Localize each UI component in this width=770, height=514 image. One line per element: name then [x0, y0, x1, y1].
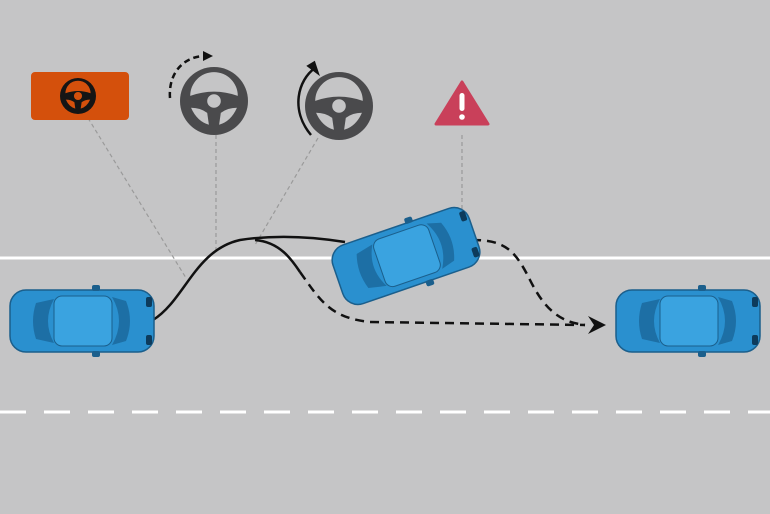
- car-drifting: [325, 197, 487, 315]
- intended-path: [298, 271, 586, 327]
- leader-lines: [87, 117, 463, 279]
- steering-wheel-turn-right-icon: [168, 51, 248, 135]
- corrective-path: [254, 238, 302, 273]
- car-end: [615, 284, 761, 358]
- car-start: [9, 284, 155, 358]
- steering-alert-box-icon: [31, 72, 129, 120]
- recovery-path: [471, 238, 586, 327]
- arrow-head-icon: [588, 316, 606, 334]
- steering-wheel-turn-left-icon: [297, 60, 373, 140]
- leader-line: [87, 117, 187, 279]
- actual-path: [152, 235, 346, 322]
- leader-line: [254, 137, 319, 246]
- warning-triangle-icon: [434, 80, 490, 126]
